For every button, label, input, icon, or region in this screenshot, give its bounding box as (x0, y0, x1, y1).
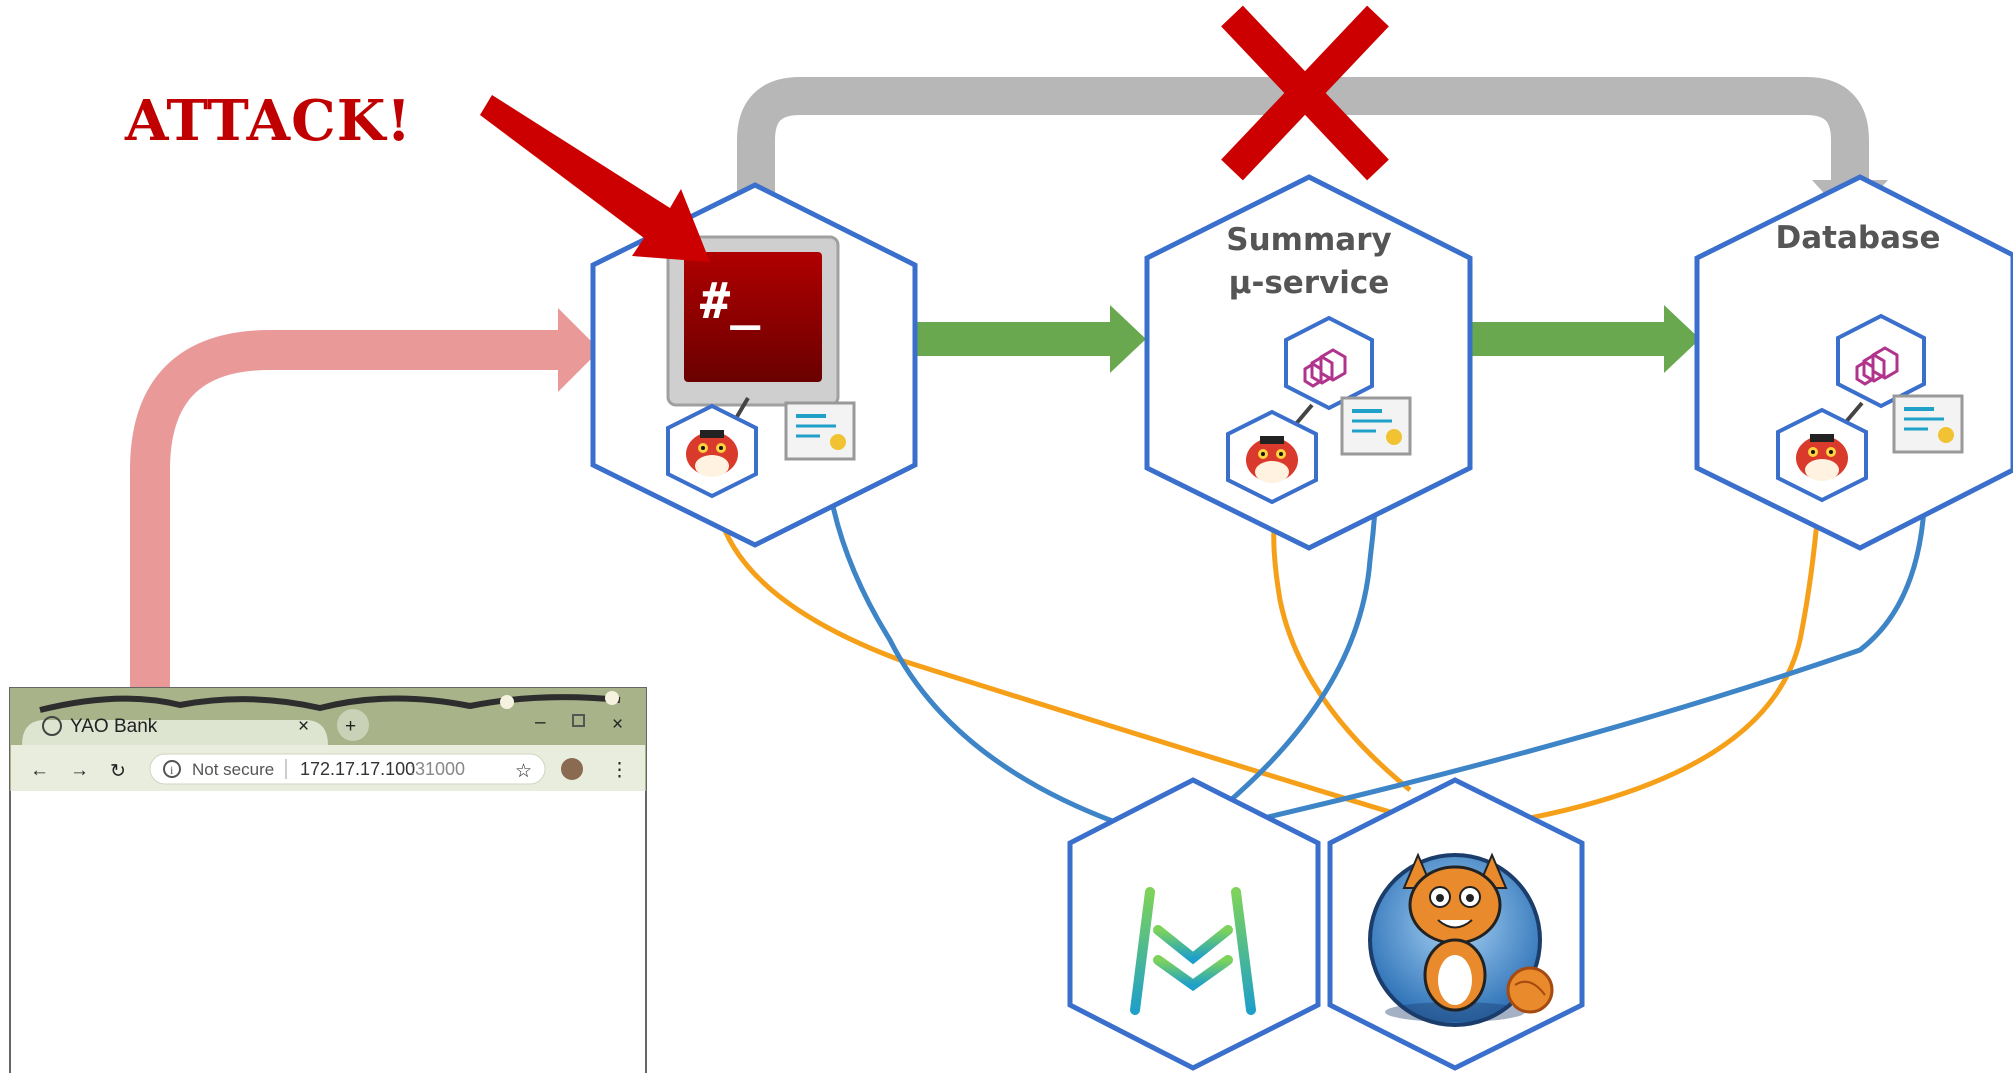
certificate-icon (784, 401, 856, 461)
blocked-x-icon (1221, 5, 1389, 181)
address-bar[interactable]: i Not secure 172.17.17.100 :31000 ☆ (149, 753, 546, 785)
star-icon[interactable]: ☆ (515, 761, 532, 782)
database-envoy-icon (1836, 313, 1926, 409)
url-port: :31000 (410, 759, 465, 779)
summary-title-line2: μ-service (1229, 265, 1390, 301)
summary-certificate-icon (1340, 396, 1412, 456)
terminal-prompt: #_ (700, 272, 761, 330)
forward-arrow-icon[interactable]: → (70, 760, 89, 781)
browser-tab[interactable]: YAO Bank × (22, 716, 328, 745)
reload-icon[interactable]: ↻ (110, 761, 126, 782)
summary-envoy-icon (1284, 315, 1374, 411)
database-certificate-icon (1892, 394, 1964, 454)
summary-title-line1: Summary (1226, 222, 1391, 258)
attack-arrow (480, 95, 710, 262)
page-content (11, 791, 645, 1073)
cat-mascot-icon (1368, 852, 1554, 1027)
info-icon (163, 760, 181, 778)
new-tab-button[interactable]: + (337, 709, 369, 741)
minimize-icon: – (535, 712, 546, 733)
back-arrow-icon[interactable]: ← (30, 760, 49, 781)
window-controls[interactable]: – × (535, 712, 623, 735)
security-label: Not secure (192, 760, 274, 779)
root-shell-terminal-icon: #_ (666, 235, 840, 407)
svg-text:i: i (170, 763, 174, 777)
svg-text:+: + (345, 716, 356, 737)
database-title: Database (1776, 220, 1941, 256)
summary-to-database-arrow (1470, 305, 1700, 373)
url-host: 172.17.17.100 (300, 759, 415, 779)
incoming-traffic-arrow (130, 308, 600, 695)
window-close-icon: × (612, 714, 623, 735)
frontend-to-summary-arrow (915, 305, 1146, 373)
database-proxy-icon (1776, 407, 1868, 503)
attack-label: ATTACK! (124, 88, 412, 154)
tab-close-icon[interactable]: × (298, 716, 309, 737)
summary-proxy-icon (1226, 409, 1318, 505)
menu-icon[interactable]: ⋮ (610, 760, 629, 781)
control-plane-links (715, 479, 1928, 825)
antenna-icon (1128, 845, 1258, 1020)
globe-icon (42, 716, 62, 736)
avatar[interactable] (561, 758, 583, 780)
tab-title: YAO Bank (70, 716, 158, 737)
maximize-icon (572, 714, 585, 727)
sidecar-proxy-icon (666, 403, 758, 499)
